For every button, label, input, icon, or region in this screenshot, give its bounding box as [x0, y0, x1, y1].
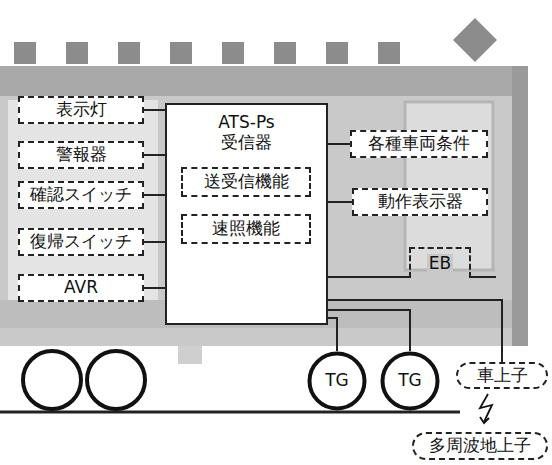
- receiver-box: ATS-Ps 受信器送受信機能速照機能: [165, 103, 328, 325]
- car-panel: [8, 100, 158, 314]
- node-label: 確認スイッチ: [30, 185, 132, 205]
- node-label: 速照機能: [212, 219, 280, 239]
- ground-coil: 多周波地上子: [412, 432, 548, 460]
- node-label: 警報器: [56, 145, 107, 165]
- signal-wire: [144, 154, 165, 156]
- node-label: 復帰スイッチ: [30, 232, 132, 252]
- signal-wire: [144, 109, 165, 111]
- function-box: 速照機能: [181, 214, 311, 244]
- device-box: 表示灯: [18, 96, 144, 124]
- device-box: 警報器: [18, 141, 144, 169]
- rail: [0, 411, 460, 414]
- onboard-coil: 車上子: [456, 362, 548, 389]
- node-label: 送受信機能: [204, 172, 289, 192]
- device-box: 各種車両条件: [350, 130, 488, 158]
- signal-wire: [328, 276, 409, 278]
- function-box: 送受信機能: [181, 167, 311, 197]
- wheel: [87, 351, 145, 409]
- car-body: [0, 96, 514, 346]
- node-label: EB: [427, 254, 453, 274]
- node-label: 多周波地上子: [429, 436, 531, 456]
- signal-wire: [144, 241, 165, 243]
- roof-equipment: [14, 18, 497, 64]
- car-end: [512, 66, 528, 346]
- signal-wire: [328, 310, 410, 351]
- wireless-link-symbol: [480, 394, 492, 423]
- signal-wire: [328, 318, 337, 351]
- car-window: [405, 102, 493, 270]
- underfloor-box: [178, 346, 202, 364]
- node-label: 各種車両条件: [368, 134, 470, 154]
- device-box: 動作表示器: [352, 188, 488, 216]
- tacho-generator: TG: [380, 351, 440, 411]
- node-label: TG: [398, 371, 422, 391]
- device-box: AVR: [18, 274, 144, 302]
- node-label: 動作表示器: [378, 192, 463, 212]
- signal-wire: [144, 287, 165, 289]
- signal-wire: [328, 201, 352, 203]
- brake-bracket: EB: [409, 247, 471, 278]
- signal-wire: [144, 194, 165, 196]
- node-label: AVR: [64, 278, 98, 298]
- node-label: ATS-Ps 受信器: [202, 113, 292, 152]
- device-box: 復帰スイッチ: [18, 228, 144, 256]
- signal-wire: [328, 143, 350, 145]
- node-label: 表示灯: [56, 100, 107, 120]
- node-label: 車上子: [477, 366, 528, 386]
- eb-wire-extension: [471, 276, 496, 278]
- car-roof-band: [0, 66, 514, 96]
- wheel: [23, 351, 81, 409]
- node-label: TG: [325, 371, 349, 391]
- device-box: 確認スイッチ: [18, 181, 144, 209]
- tacho-generator: TG: [307, 351, 367, 411]
